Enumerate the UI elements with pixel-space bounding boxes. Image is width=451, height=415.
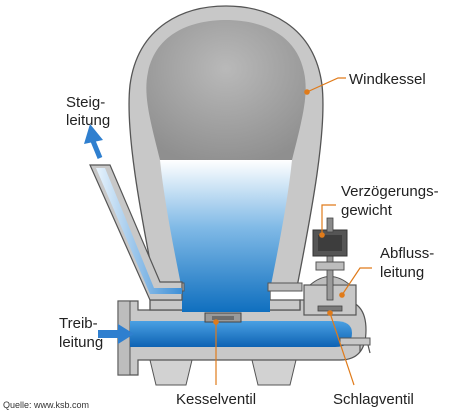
delay-weight-rod [326,217,334,233]
drive-pipe-water [130,321,352,347]
impulse-valve-bonnet [315,261,345,271]
arrow-right-icon [98,324,134,344]
delay-weight-slot [318,235,342,251]
boiler-valve-seat [212,316,234,320]
label-kesselventil: Kesselventil [176,391,256,408]
label-verzoegerung-1: Verzögerungs- [341,183,439,200]
drain-pipe [339,337,371,346]
label-verzoegerung-2: gewicht [341,202,393,219]
label-abfluss-1: Abfluss- [380,245,434,262]
leader-windkessel [304,77,346,95]
leader-abfluss [339,267,372,298]
label-steigleitung-2: leitung [66,112,110,129]
label-windkessel: Windkessel [349,71,426,88]
source-credit: Quelle: www.ksb.com [3,400,89,410]
label-treibleitung-2: leitung [59,334,103,351]
riser-pipe-water [96,168,182,294]
support-foot-right [251,359,297,386]
arrow-up-icon [84,124,103,159]
vessel-flange-right [267,282,303,292]
leader-schlagventil [327,310,355,386]
label-steigleitung-1: Steig- [66,94,105,111]
air-chamber [146,20,306,160]
label-abfluss-2: leitung [380,264,424,281]
label-treibleitung-1: Treib- [59,315,98,332]
leader-kesselventil [213,319,219,385]
leader-verzoegerung [319,204,336,238]
support-foot-left [149,359,193,386]
water-column [160,160,292,312]
label-schlagventil: Schlagventil [333,391,414,408]
